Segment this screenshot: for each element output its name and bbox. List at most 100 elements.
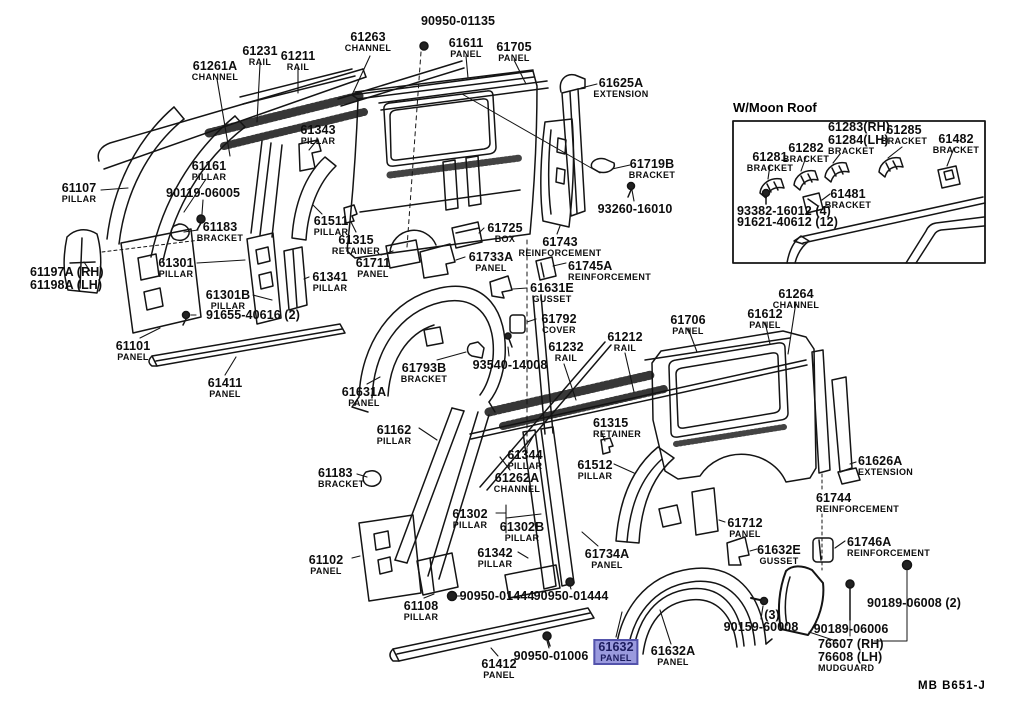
part-descriptor: PILLAR [61,194,97,204]
part-number: 61262A [494,471,540,485]
diagram-code: MB B651-J [918,680,986,692]
part-label-93260-16010[interactable]: 93260-16010 [598,203,673,216]
part-label-90950-01006[interactable]: 90950-01006 [514,650,589,663]
part-label-91655-40616-2[interactable]: 91655-40616 (2) [206,309,300,322]
part-label-91621-40612-12[interactable]: 91621-40612 (12) [737,216,838,229]
part-descriptor: PANEL [591,560,623,570]
part-label-93382-16012-4[interactable]: 93382-16012 (4) [737,205,831,218]
part-label-90950-01135[interactable]: 90950-01135 [421,15,495,28]
part-number: 61315 [338,233,374,247]
part-label-90950-01444[interactable]: 90950-01444 [534,590,609,603]
part-number: 61108 [403,599,439,613]
part-label-93540-14008[interactable]: 93540-14008 [473,359,548,372]
part-number: 61285 [886,123,922,137]
part-descriptor: PILLAR [477,559,513,569]
part-descriptor: REINFORCEMENT [518,248,602,258]
part-number: 61611 [448,36,484,50]
part-descriptor: PILLAR [158,269,194,279]
part-label-90119-06005[interactable]: 90119-06005 [166,187,240,200]
part-label-76607-rh[interactable]: 76607 (RH)76608 (LH)MUDGUARD [818,638,884,673]
part-number: 61162 [376,423,412,437]
part-label-90950-01444[interactable]: 90950-01444 [460,590,535,603]
part-label-61197a-rh[interactable]: 61197A (RH)61198A (LH) [30,266,104,292]
part-descriptor: RETAINER [593,429,642,439]
part-number: 61161 [191,159,227,173]
part-descriptor: PILLAR [312,283,348,293]
part-number: 76607 (RH) [818,637,884,651]
part-number: 61481 [830,187,866,201]
part-number: 61512 [577,458,613,472]
part-label-90159-60008[interactable]: 90159-60008 [724,621,799,634]
part-number: 90189-06008 (2) [867,596,961,610]
part-number: 61631E [530,281,574,295]
part-descriptor: BRACKET [932,145,980,155]
part-descriptor: PILLAR [507,461,543,471]
part-label-61283-rh[interactable]: 61283(RH)61284(LH)BRACKET [828,121,890,156]
part-descriptor: PANEL [310,566,342,576]
moon-roof-inset-art [732,120,986,264]
part-descriptor: PANEL [657,657,689,667]
part-label-90189-06006[interactable]: 90189-06006 [814,623,889,636]
part-label-90189-06008-2[interactable]: 90189-06008 (2) [867,597,961,610]
